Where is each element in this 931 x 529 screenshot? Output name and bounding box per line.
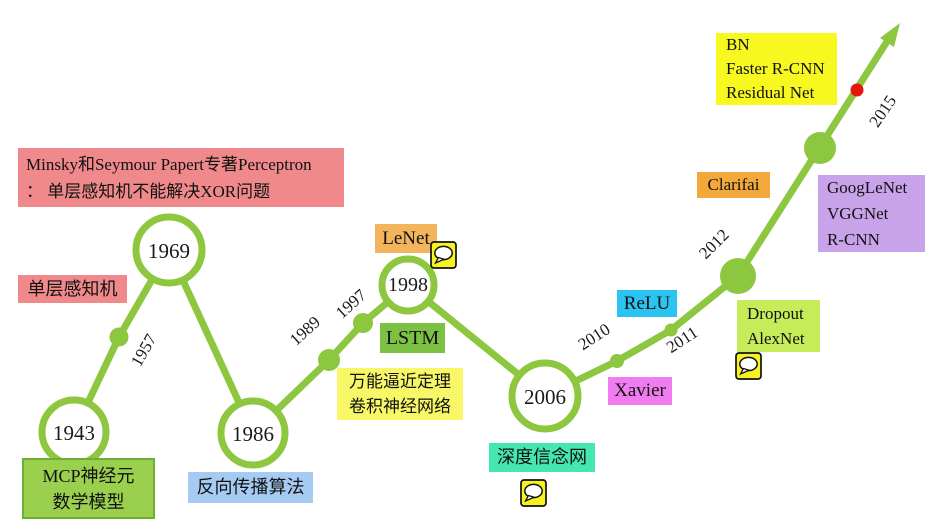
milestone-xavier: Xavier [608,377,672,405]
milestone-bn-fasterrcnn-residual: BN Faster R-CNN Residual Net [716,33,837,105]
milestone-mcp-neuron-model: MCP神经元 数学模型 [22,458,155,519]
tick-dot-2011 [664,323,678,337]
milestone-lenet: LeNet [375,224,437,253]
red-marker-dot [850,83,864,97]
milestone-relu: ReLU [617,290,677,317]
comment-icon [430,241,457,274]
node-year-1998: 1998 [388,274,428,296]
node-year-2006: 2006 [524,385,566,409]
milestone-single-layer-perceptron: 单层感知机 [18,275,127,303]
arrow-head [880,23,900,47]
milestone-dropout-alexnet: Dropout AlexNet [737,300,820,352]
milestone-lstm: LSTM [380,323,445,353]
milestone-minsky-perceptron-note: Minsky和Seymour Papert专著Perceptron ： 单层感知… [18,148,344,207]
node-dot-2014 [804,132,836,164]
milestone-universal-approx-cnn: 万能逼近定理 卷积神经网络 [337,368,463,420]
node-year-1986: 1986 [232,422,274,446]
milestone-deep-belief-net: 深度信念网 [489,443,595,472]
tick-dot-1997 [353,313,373,333]
node-year-1969: 1969 [148,239,190,263]
node-circle-1969 [132,213,206,287]
node-circle-1986 [217,397,289,469]
milestone-clarifai: Clarifai [697,172,770,198]
tick-dot-1989 [318,349,340,371]
tick-dot-1957 [109,327,129,347]
node-circle-2006 [508,359,582,433]
segment-2006-2012 [541,272,742,400]
tick-dot-2010 [610,354,624,368]
node-dot-2012 [720,258,756,294]
milestone-backpropagation: 反向传播算法 [188,472,313,503]
milestone-googlenet-vggnet-rcnn: GoogLeNet VGGNet R-CNN [818,175,925,252]
comment-icon [520,479,547,512]
node-year-1943: 1943 [53,421,95,445]
comment-icon [735,352,762,385]
node-circle-1998 [378,255,438,315]
